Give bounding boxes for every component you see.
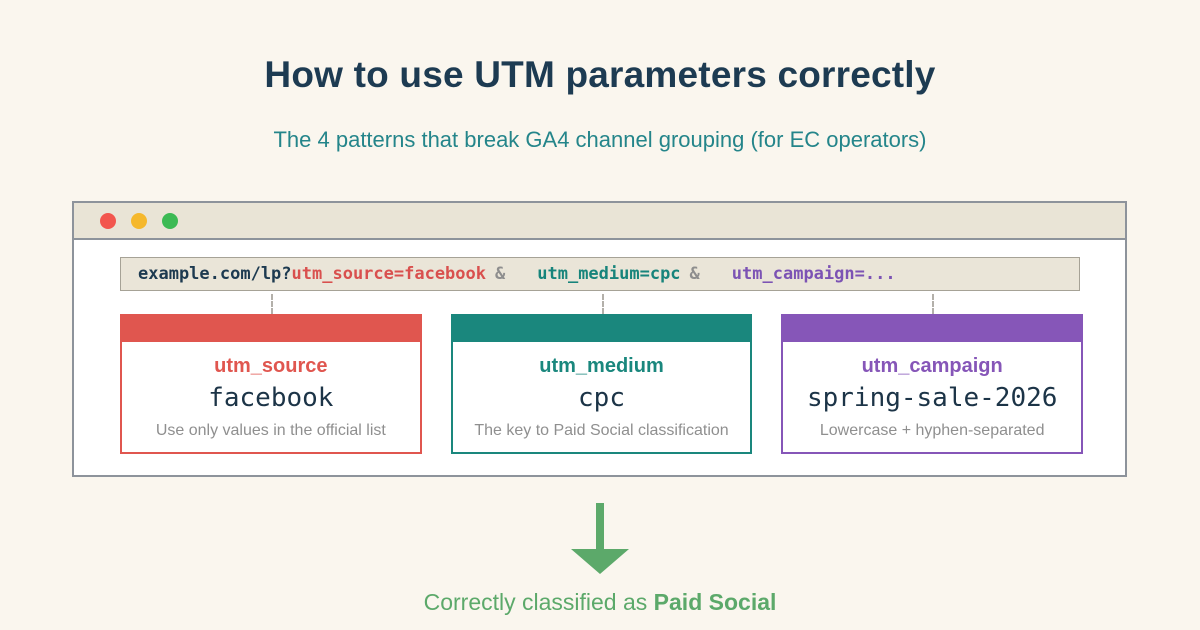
url-bar[interactable]: example.com/lp?utm_source=facebook&utm_m…	[120, 257, 1080, 291]
minimize-button-icon[interactable]	[131, 212, 147, 229]
url-utm-campaign: utm_campaign=...	[731, 264, 896, 284]
card-header-bar	[452, 316, 751, 342]
page-title: How to use UTM parameters correctly	[264, 54, 936, 95]
card-header-bar	[783, 316, 1082, 342]
browser-window: example.com/lp?utm_source=facebook&utm_m…	[72, 201, 1127, 477]
card-param-value: spring-sale-2026	[806, 383, 1058, 413]
url-ampersand-2: &	[689, 264, 700, 284]
card-utm-medium: utm_medium cpc The key to Paid Social cl…	[450, 294, 753, 454]
card-header-bar	[122, 316, 420, 342]
card-param-value: cpc	[578, 383, 625, 413]
card-param-value: facebook	[208, 383, 334, 413]
url-ampersand-1: &	[495, 264, 506, 284]
maximize-button-icon[interactable]	[162, 212, 178, 229]
card-param-name: utm_source	[214, 355, 328, 377]
card-caption: Lowercase + hyphen-separated	[819, 422, 1045, 439]
down-arrow-head	[571, 549, 629, 574]
browser-titlebar	[74, 203, 1125, 240]
url-utm-source: utm_source=facebook	[291, 264, 486, 284]
result-channel: Paid Social	[653, 589, 777, 615]
card-param-name: utm_medium	[539, 355, 664, 377]
card-utm-source: utm_source facebook Use only values in t…	[120, 294, 422, 454]
result-prefix: Correctly classified as	[423, 589, 654, 615]
url-base: example.com/lp?	[138, 264, 292, 284]
url-utm-medium: utm_medium=cpc	[537, 264, 681, 284]
down-arrow-icon	[571, 503, 629, 574]
result-label: Correctly classified as Paid Social	[0, 589, 1200, 616]
down-arrow-stem	[596, 503, 604, 551]
card-caption: The key to Paid Social classification	[474, 422, 729, 439]
card-utm-campaign: utm_campaign spring-sale-2026 Lowercase …	[781, 294, 1084, 454]
card-param-name: utm_campaign	[861, 355, 1003, 377]
page-subtitle: The 4 patterns that break GA4 channel gr…	[273, 127, 927, 152]
card-caption: Use only values in the official list	[155, 422, 386, 439]
close-button-icon[interactable]	[100, 212, 116, 229]
param-cards-row: utm_source facebook Use only values in t…	[120, 294, 1084, 454]
